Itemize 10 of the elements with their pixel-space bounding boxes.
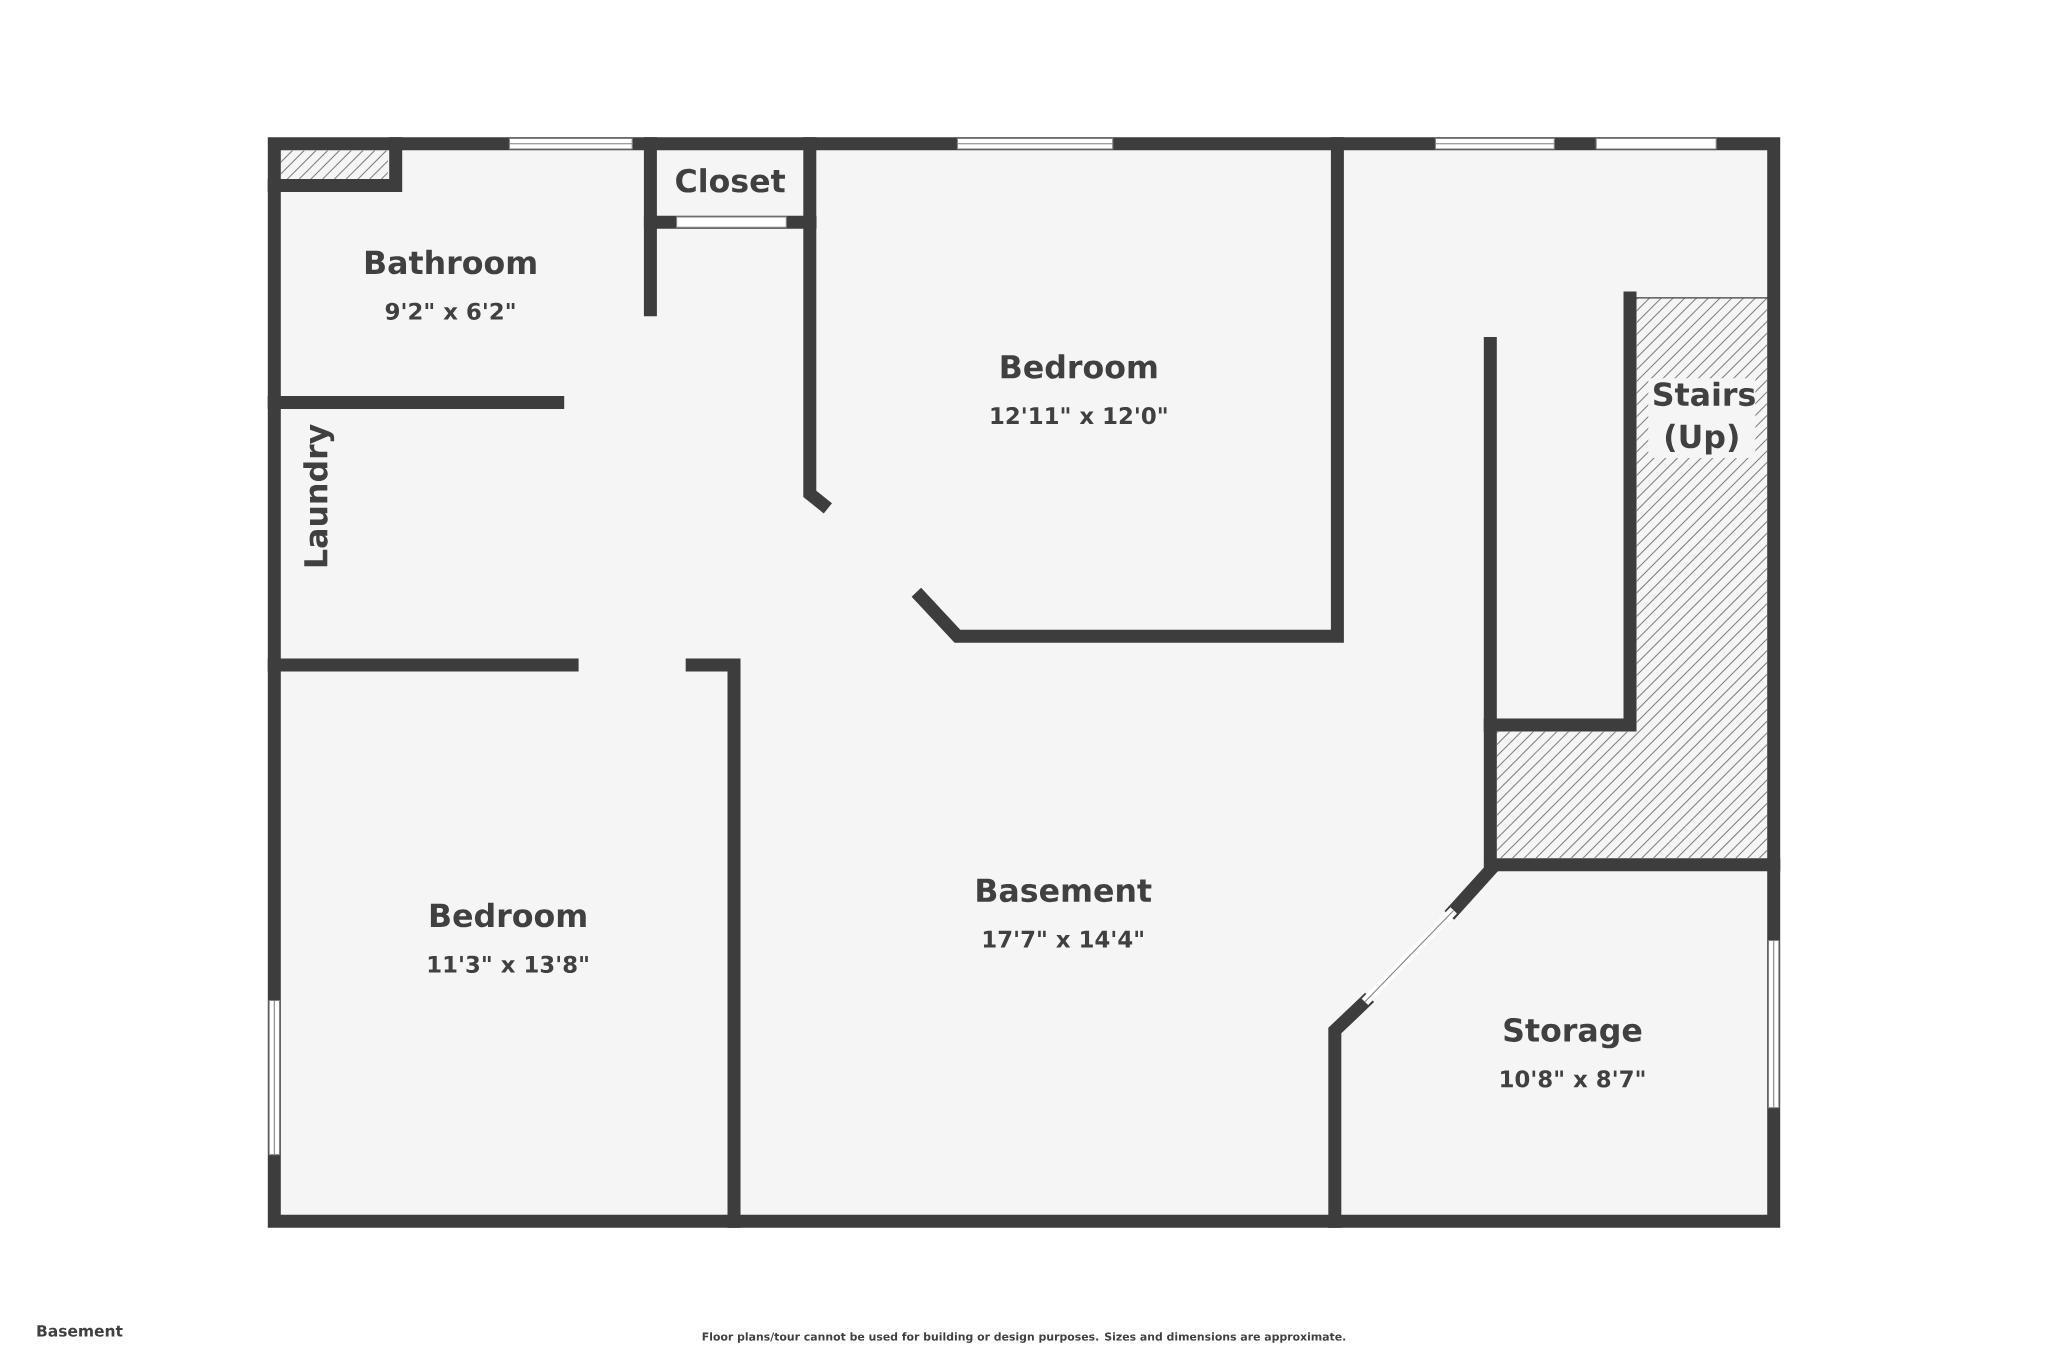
floor-name: Basement bbox=[37, 1325, 123, 1337]
room-label: Bathroom 9'2" x 6'2" bbox=[365, 249, 536, 320]
room-label: Storage 10'8" x 8'7" bbox=[1501, 1018, 1645, 1088]
room-label: Closet bbox=[676, 168, 785, 193]
disclaimer-note: Floor plans/tour cannot be used for building or design purposes. Sizes and dimensions are approximate. bbox=[702, 1332, 1346, 1343]
room-label: Basement 17'7" x 14'4" bbox=[977, 878, 1152, 948]
room-label: Stairs (Up) bbox=[1648, 378, 1756, 458]
room-label: Bedroom 11'3" x 13'8" bbox=[428, 902, 588, 973]
room-label: Laundry bbox=[303, 424, 335, 567]
room-label: Bedroom 12'11" x 12'0" bbox=[991, 354, 1167, 425]
